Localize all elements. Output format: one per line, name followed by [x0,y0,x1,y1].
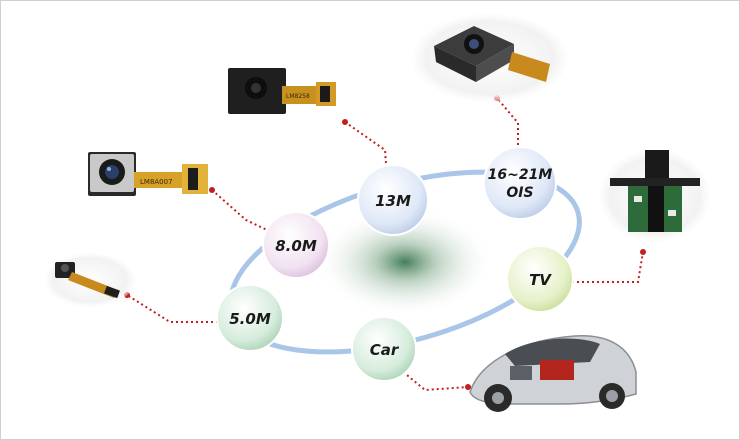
camera-module-8m-photo: LM8A007 [88,152,208,196]
node-8m: 8.0M [262,211,330,279]
node-car-label: Car [370,341,400,359]
leader-line-13m [344,121,388,179]
node-tv-label: TV [529,271,552,289]
tv-camera-photo [600,150,710,242]
node-16m-label-line2: OIS [506,185,533,201]
camera-module-ois-photo [412,14,568,102]
camera-module-5m-photo [45,253,135,307]
center-glow [315,207,495,317]
leader-line-16m [496,97,519,160]
node-tv: TV [506,245,574,313]
module-8m-label: LM8A007 [140,178,173,186]
node-5m-label: 5.0M [229,310,271,328]
module-13m-label: LM8258 [286,93,310,100]
node-13m: 13M [357,164,429,236]
leader-line-car [383,355,469,392]
node-16m-label-line1: 16~21M [488,167,553,183]
node-car: Car [351,316,417,382]
node-13m-label: 13M [375,192,411,210]
node-5m: 5.0M [216,284,284,352]
camera-module-13m-photo: LM8258 [228,68,336,114]
leader-line-tv [572,251,644,283]
node-8m-label: 8.0M [275,237,317,255]
car-cutaway-photo [469,335,637,412]
node-16m-ois: 16~21M OIS [483,146,557,220]
